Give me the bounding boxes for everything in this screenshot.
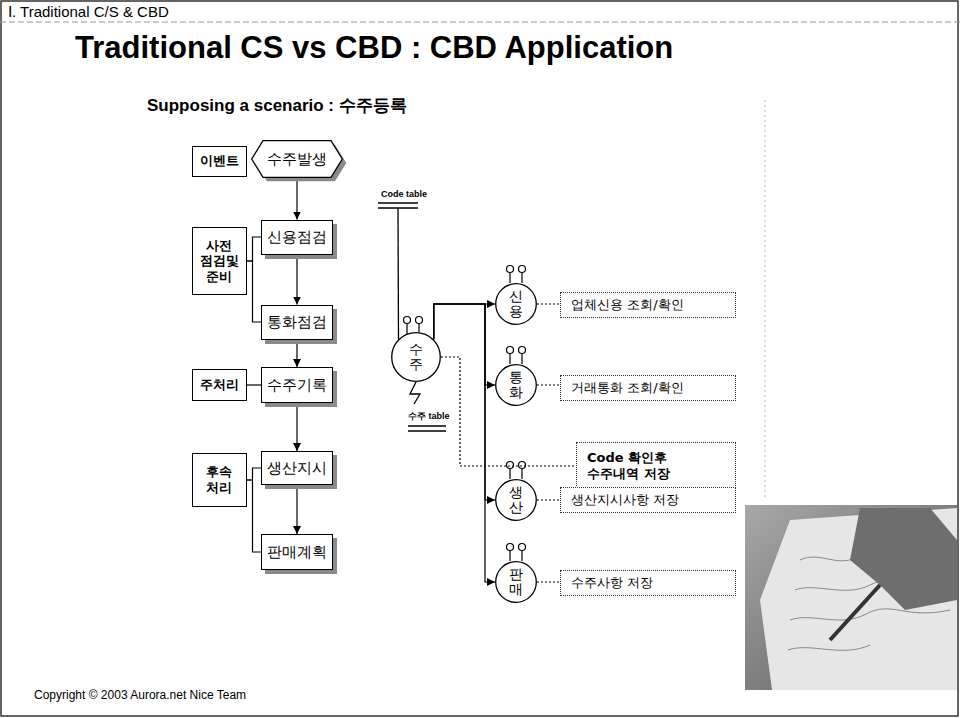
event-hexagon: 수주발생 bbox=[251, 140, 343, 178]
node-text: 수주 bbox=[409, 342, 423, 373]
circle-shape bbox=[496, 562, 537, 603]
function-note-box: 수주사항 저장 bbox=[560, 570, 736, 596]
stage-box: 주처리 bbox=[192, 369, 247, 401]
component-circle: 수주 bbox=[391, 332, 441, 382]
bracket-line bbox=[247, 480, 262, 552]
bracket-line bbox=[247, 261, 262, 322]
node-text: 수주사항 저장 bbox=[571, 575, 653, 591]
flow-arrow bbox=[296, 178, 297, 220]
flow-arrow bbox=[296, 403, 297, 451]
header-rule bbox=[0, 22, 960, 23]
node-text: Code 확인후 수주내역 저장 bbox=[587, 450, 682, 481]
bracket-line bbox=[247, 468, 262, 480]
process-box: 수주기록 bbox=[261, 367, 333, 403]
node-text: 업체신용 조회/확인 bbox=[571, 297, 684, 313]
node-text: 생산 bbox=[509, 485, 523, 516]
component-circle: 생산 bbox=[495, 479, 537, 521]
process-box: 통화점검 bbox=[261, 305, 333, 340]
function-note-box: 거래통화 조회/확인 bbox=[560, 375, 736, 401]
node-text: 생산지시사항 저장 bbox=[571, 492, 679, 508]
section-header: Ⅰ. Traditional C/S & CBD bbox=[8, 3, 169, 21]
flow-arrow bbox=[434, 304, 495, 500]
stage-box: 후속 처리 bbox=[192, 453, 247, 507]
component-circle: 통화 bbox=[495, 364, 537, 406]
dotted-link bbox=[537, 581, 560, 582]
node-text: 판매계획 bbox=[267, 543, 327, 561]
function-note-box: Code 확인후 수주내역 저장 bbox=[576, 442, 736, 490]
node-text: 신용점검 bbox=[267, 228, 327, 246]
function-note-box: 업체신용 조회/확인 bbox=[560, 292, 736, 318]
dotted-link bbox=[537, 303, 560, 304]
flow-arrow bbox=[296, 340, 297, 368]
dotted-link bbox=[537, 499, 560, 500]
stage-box: 사전 점검및 준비 bbox=[192, 227, 247, 295]
node-text: 통화 bbox=[509, 370, 523, 401]
dotted-link bbox=[537, 384, 560, 385]
hexagon-shape bbox=[252, 141, 343, 178]
data-tables bbox=[378, 203, 446, 431]
flow-arrow bbox=[434, 304, 495, 385]
node-text: 주처리 bbox=[200, 377, 239, 393]
node-text: 생산지시 bbox=[267, 459, 327, 477]
node-text: 판매 bbox=[509, 567, 523, 598]
circle-shape bbox=[496, 365, 537, 406]
copyright-note: Copyright © 2003 Aurora.net Nice Team bbox=[34, 688, 246, 702]
circle-shape bbox=[496, 480, 537, 521]
table-label: Code table bbox=[381, 189, 427, 199]
bracket-line bbox=[247, 384, 262, 385]
process-box: 판매계획 bbox=[261, 534, 333, 570]
node-text: 이벤트 bbox=[200, 153, 239, 169]
dotted-link bbox=[441, 357, 576, 466]
flow-arrow bbox=[296, 485, 297, 534]
slide-title: Traditional CS vs CBD : CBD Application bbox=[75, 30, 673, 66]
table-label: 수주 table bbox=[408, 410, 450, 423]
process-box: 신용점검 bbox=[261, 220, 333, 255]
flow-arrow bbox=[296, 255, 297, 305]
function-note-box: 생산지시사항 저장 bbox=[560, 487, 736, 513]
flow-arrow bbox=[434, 304, 495, 339]
component-circle: 판매 bbox=[495, 561, 537, 603]
writing-hand-photo bbox=[745, 505, 957, 690]
node-text: 통화점검 bbox=[267, 313, 327, 331]
circle-shape bbox=[496, 284, 537, 325]
stage-box: 이벤트 bbox=[192, 146, 247, 177]
circle-shape bbox=[392, 333, 441, 382]
scenario-heading: Supposing a scenario : 수주등록 bbox=[147, 94, 407, 117]
process-box: 생산지시 bbox=[261, 451, 333, 485]
component-circle: 신용 bbox=[495, 283, 537, 325]
node-text: 후속 처리 bbox=[196, 464, 243, 495]
node-text: 수주기록 bbox=[267, 376, 327, 394]
bracket-line bbox=[247, 237, 262, 261]
node-text: 거래통화 조회/확인 bbox=[571, 380, 684, 396]
node-text: 수주발생 bbox=[267, 150, 327, 168]
node-text: 사전 점검및 준비 bbox=[196, 238, 243, 285]
flow-arrow bbox=[434, 304, 495, 582]
node-text: 신용 bbox=[509, 289, 523, 320]
divider-line bbox=[765, 100, 766, 500]
